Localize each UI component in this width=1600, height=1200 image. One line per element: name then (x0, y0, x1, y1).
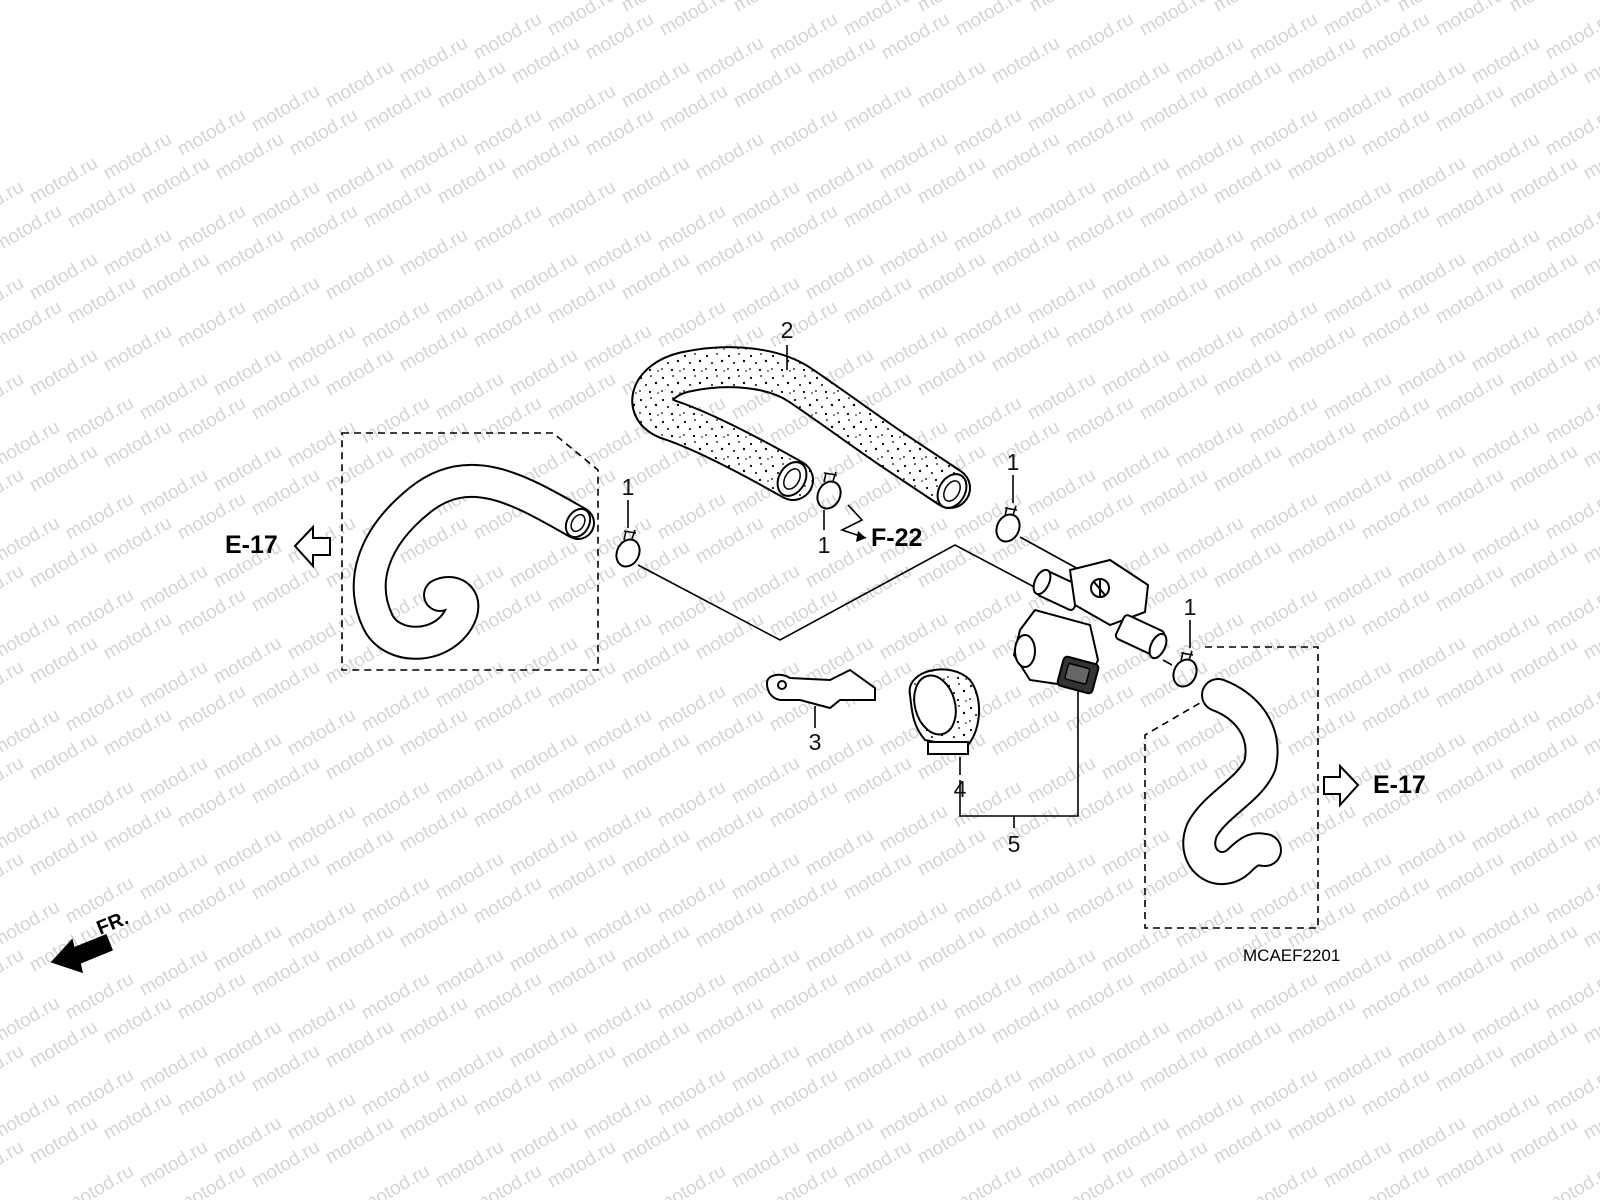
watermark-text: motod.ru (1542, 201, 1600, 257)
front-arrow-icon (50, 934, 113, 974)
f22-reference-label: F-22 (871, 524, 922, 552)
watermark-text: motod.ru (0, 657, 27, 713)
watermark-text: motod.ru (174, 297, 249, 353)
bracket-4-5 (959, 690, 1079, 817)
callout-rubber-mount-4: 4 (954, 776, 967, 802)
watermark-text: motod.ru (0, 945, 27, 1001)
watermark-text: motod.ru (0, 465, 27, 521)
clip-middle: 1 F-22 (816, 471, 922, 558)
right-hose-group (1144, 646, 1319, 929)
stay-3: 3 (765, 668, 876, 755)
watermark-text: motod.ru (470, 201, 545, 257)
watermark-text: motod.ru (1542, 1161, 1600, 1200)
callout-solenoid-valve-5: 5 (1008, 831, 1021, 857)
watermark-text: motod.ru (840, 81, 915, 137)
watermark-text: motod.ru (1542, 1065, 1600, 1121)
watermark-text: motod.ru (0, 849, 27, 905)
watermark-text: motod.ru (1542, 297, 1600, 353)
watermark-text: motod.ru (988, 33, 1063, 89)
left-hollow-arrow-icon (293, 524, 331, 569)
watermark-text: motod.ru (1542, 969, 1600, 1025)
watermark-text: motod.ru (730, 0, 805, 16)
watermark-text: motod.ru (654, 1161, 729, 1200)
right-e17-label: E-17 (1373, 771, 1426, 799)
watermark-text: motod.ru (1432, 0, 1507, 40)
watermark-text: motod.ru (1542, 9, 1600, 65)
left-hose-group (341, 432, 599, 671)
watermark-text: motod.ru (1506, 0, 1581, 16)
rubber-mount-4: 4 (908, 668, 981, 802)
diagram-code: MCAEF2201 (1243, 946, 1340, 965)
callout-clip-left: 1 (622, 474, 635, 500)
watermark-text: motod.ru (100, 321, 175, 377)
watermark-text: motod.ru (1062, 9, 1137, 65)
right-e17-reference: E-17 (1323, 763, 1426, 808)
watermark-text: motod.ru (1542, 777, 1600, 833)
watermark-text: motod.ru (396, 225, 471, 281)
callout-clip-upper-right: 1 (1007, 449, 1020, 475)
watermark-text: motod.ru (0, 561, 27, 617)
left-e17-label: E-17 (225, 531, 278, 559)
hose-2: 2 (631, 317, 971, 509)
air-injection-solenoid-valve (1012, 558, 1168, 695)
left-leader-line (637, 544, 1041, 641)
right-air-hose (1182, 678, 1282, 885)
watermark-text: motod.ru (0, 201, 65, 257)
watermark-text: motod.ru (1026, 0, 1101, 16)
clip-left: 1 (615, 474, 641, 568)
watermark-text: motod.ru (358, 1161, 433, 1200)
watermark-text: motod.ru (1136, 0, 1211, 40)
left-air-hose (352, 463, 595, 660)
watermark-text: motod.ru (1542, 393, 1600, 449)
watermark-text: motod.ru (62, 1161, 137, 1200)
watermark-text: motod.ru (692, 129, 767, 185)
watermark-text: motod.ru (914, 57, 989, 113)
callout-clip-right: 1 (1184, 594, 1197, 620)
watermark-text: motod.ru (1542, 105, 1600, 161)
watermark-text: motod.ru (1246, 1161, 1321, 1200)
watermark-text: motod.ru (0, 297, 65, 353)
callout-clip-middle: 1 (818, 532, 831, 558)
watermark-text: motod.ru (1542, 585, 1600, 641)
watermark-text: motod.ru (0, 1041, 27, 1097)
watermark-text: motod.ru (0, 753, 27, 809)
right-dashed-boundary (1144, 646, 1319, 929)
watermark-text: motod.ru (248, 273, 323, 329)
watermark-text: motod.ru (1542, 489, 1600, 545)
watermark-text: motod.ru (1542, 681, 1600, 737)
f22-zigzag-leader (839, 504, 867, 539)
callout-stay-3: 3 (809, 729, 822, 755)
left-e17-reference: E-17 (225, 524, 331, 569)
watermark-text: motod.ru (1210, 0, 1285, 16)
watermark-text: motod.ru (618, 153, 693, 209)
watermark-text: motod.ru (0, 369, 27, 425)
clip-right: 1 (1162, 594, 1198, 688)
clip-upper-right: 1 (995, 449, 1081, 571)
watermark-text: motod.ru (26, 345, 101, 401)
watermark-text: motod.ru (0, 1137, 27, 1193)
watermark-text: motod.ru (952, 0, 1027, 40)
watermark-text: motod.ru (766, 105, 841, 161)
watermark-text: motod.ru (1542, 873, 1600, 929)
watermark-text: motod.ru (950, 1161, 1025, 1200)
watermark-text: motod.ru (322, 249, 397, 305)
watermark-text: motod.ru (544, 177, 619, 233)
callout-hose-2: 2 (781, 317, 794, 343)
watermark-text: motod.ru (656, 0, 731, 40)
right-hollow-arrow-icon (1323, 763, 1360, 808)
